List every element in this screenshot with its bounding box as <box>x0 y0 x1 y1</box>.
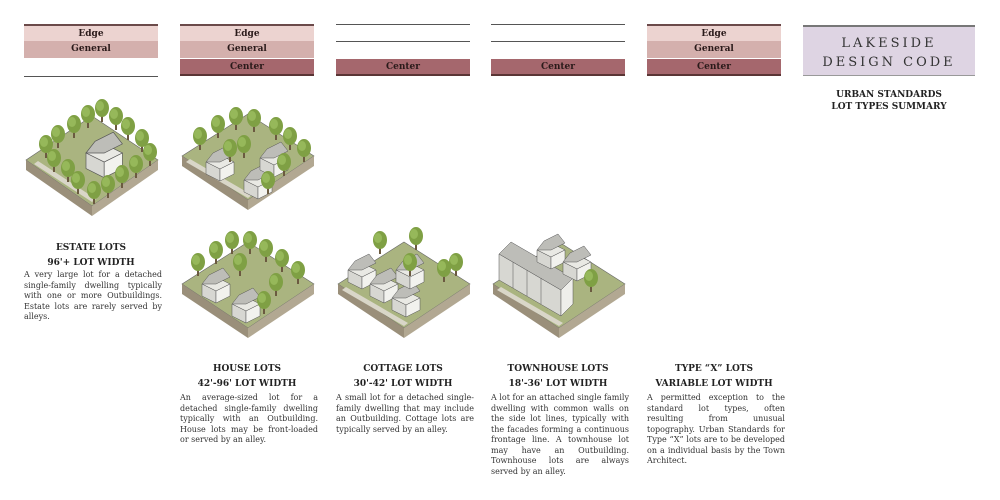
header-rule <box>336 24 470 25</box>
lot-name: TOWNHOUSE LOTS <box>507 364 609 374</box>
lot-name: HOUSE LOTS <box>212 364 282 374</box>
lot-width: 96'+ LOT WIDTH <box>47 258 135 268</box>
subtitle-line-1: URBAN STANDARDS <box>836 90 942 100</box>
house-lot-illustration-upper <box>181 107 315 210</box>
cottage-lot-illustration <box>337 227 471 338</box>
center-band: Center <box>180 59 314 76</box>
lot-name: ESTATE LOTS <box>55 243 127 253</box>
document-subtitle: URBAN STANDARDS LOT TYPES SUMMARY <box>803 89 975 113</box>
townhouse-lot-illustration <box>492 233 626 338</box>
edge-band: Edge <box>24 24 158 41</box>
lot-width: VARIABLE LOT WIDTH <box>655 379 773 389</box>
title-line-2: DESIGN CODE <box>822 55 956 70</box>
edge-band: Edge <box>180 24 314 41</box>
estate-lot-illustration <box>25 99 159 216</box>
type-x-lots-description: A permitted exception to the standard lo… <box>647 393 785 465</box>
lot-width: 18'-36' LOT WIDTH <box>508 379 608 389</box>
house-lot-illustration-lower <box>181 231 315 338</box>
house-lots-description: An average-sized lot for a detached sing… <box>180 393 318 444</box>
center-band: Center <box>336 59 470 76</box>
header-rule <box>491 24 625 25</box>
center-band: Center <box>491 59 625 76</box>
estate-lots-heading: ESTATE LOTS 96'+ LOT WIDTH <box>24 241 158 271</box>
cottage-lots-heading: COTTAGE LOTS 30'-42' LOT WIDTH <box>336 362 470 392</box>
townhouse-lots-description: A lot for an attached single family dwel… <box>491 393 629 476</box>
general-band: General <box>180 41 314 58</box>
estate-header: Edge General <box>24 24 158 78</box>
house-header: Edge General Center <box>180 24 314 78</box>
house-lots-heading: HOUSE LOTS 42'-96' LOT WIDTH <box>180 362 314 392</box>
general-band: General <box>647 41 781 58</box>
header-rule <box>336 41 470 42</box>
cottage-header: Center <box>336 24 470 78</box>
townhouse-header: Center <box>491 24 625 78</box>
lot-width: 30'-42' LOT WIDTH <box>353 379 453 389</box>
edge-band: Edge <box>647 24 781 41</box>
header-rule <box>24 76 158 77</box>
lot-name: COTTAGE LOTS <box>363 364 443 374</box>
document-title: LAKESIDE DESIGN CODE <box>803 25 975 76</box>
lot-name: TYPE “X” LOTS <box>675 364 753 374</box>
type-x-header: Edge General Center <box>647 24 781 78</box>
subtitle-line-2: LOT TYPES SUMMARY <box>831 102 947 112</box>
title-line-1: LAKESIDE <box>841 36 937 51</box>
lot-width: 42'-96' LOT WIDTH <box>197 379 297 389</box>
estate-lots-description: A very large lot for a detached single-f… <box>24 270 162 321</box>
cottage-lots-description: A small lot for a detached single-family… <box>336 393 474 434</box>
header-rule <box>491 41 625 42</box>
center-band: Center <box>647 59 781 76</box>
type-x-lots-heading: TYPE “X” LOTS VARIABLE LOT WIDTH <box>647 362 781 392</box>
general-band: General <box>24 41 158 58</box>
townhouse-lots-heading: TOWNHOUSE LOTS 18'-36' LOT WIDTH <box>491 362 625 392</box>
